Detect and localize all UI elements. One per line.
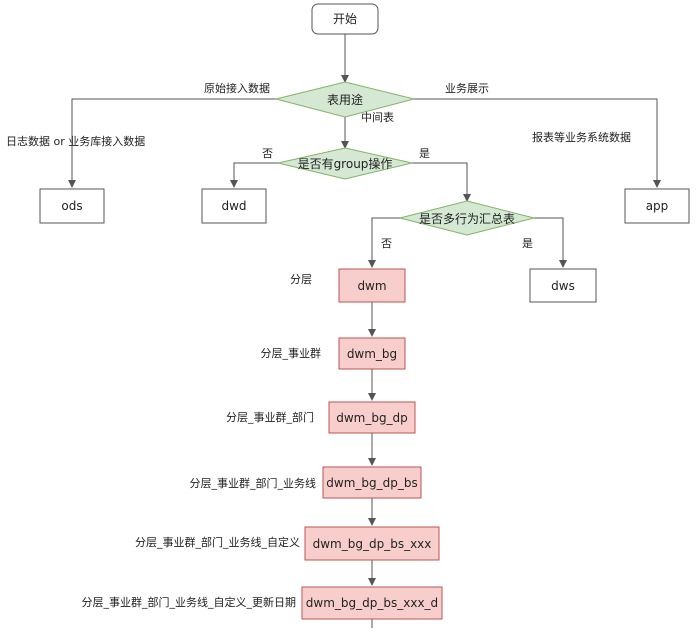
edge-usage-ods <box>68 98 276 188</box>
dwd-label: dwd <box>221 199 246 213</box>
decision-multi-row: 是否多行为汇总表 <box>399 200 535 236</box>
dwm-bg-dp-label: dwm_bg_dp <box>336 411 408 425</box>
group-label: 是否有group操作 <box>298 156 393 171</box>
layer-label-5: 分层_事业群_部门_业务线_自定义 <box>135 535 300 549</box>
layer-label-1: 分层 <box>290 273 312 286</box>
decision-group: 是否有group操作 <box>277 147 413 180</box>
node-dwm-bg-dp-bs-xxx: dwm_bg_dp_bs_xxx <box>304 526 440 561</box>
dwm-bg-dp-bs-xxx-label: dwm_bg_dp_bs_xxx <box>313 537 432 551</box>
label-business-show: 业务展示 <box>445 82 489 95</box>
layer-label-3: 分层_事业群_部门 <box>226 410 314 424</box>
decision-usage: 表用途 <box>275 81 415 118</box>
node-dwd: dwd <box>201 188 267 224</box>
label-no-2: 否 <box>381 237 392 250</box>
dws-label: dws <box>551 279 575 293</box>
multi-row-label: 是否多行为汇总表 <box>419 212 515 226</box>
label-no-1: 否 <box>262 147 273 160</box>
app-label: app <box>646 199 669 213</box>
edge-group-dwd <box>230 162 278 188</box>
node-ods: ods <box>39 188 105 224</box>
layer-label-2: 分层_事业群 <box>261 346 322 360</box>
label-yes-2: 是 <box>522 237 533 250</box>
edge-labels: 原始接入数据 业务展示 中间表 日志数据 or 业务库接入数据 报表等业务系统数… <box>6 81 631 250</box>
label-log-data: 日志数据 or 业务库接入数据 <box>6 134 145 148</box>
node-dwm-bg-dp: dwm_bg_dp <box>328 401 416 434</box>
node-dwm-bg-dp-bs: dwm_bg_dp_bs <box>322 466 422 499</box>
start-label: 开始 <box>333 12 357 26</box>
edge-multi-dwm <box>368 217 400 268</box>
label-intermediate: 中间表 <box>361 110 394 124</box>
node-dwm: dwm <box>338 268 406 303</box>
dwm-bg-dp-bs-label: dwm_bg_dp_bs <box>326 476 417 490</box>
edge-group-multi <box>412 162 471 202</box>
layer-labels: 分层 分层_事业群 分层_事业群_部门 分层_事业群_部门_业务线 分层_事业群… <box>82 273 322 609</box>
node-dwm-bg-dp-bs-xxx-d: dwm_bg_dp_bs_xxx_d <box>301 586 443 620</box>
edge-usage-app <box>414 98 661 188</box>
node-dwm-bg: dwm_bg <box>338 337 406 370</box>
connectors <box>68 34 661 628</box>
edge-multi-dws <box>534 217 567 268</box>
layer-label-6: 分层_事业群_部门_业务线_自定义_更新日期 <box>82 595 297 609</box>
dwm-label: dwm <box>357 279 386 293</box>
node-app: app <box>624 188 690 224</box>
ods-label: ods <box>61 199 82 213</box>
dwm-bg-dp-bs-xxx-d-label: dwm_bg_dp_bs_xxx_d <box>306 596 438 610</box>
node-dws: dws <box>529 268 597 303</box>
layer-label-4: 分层_事业群_部门_业务线 <box>190 476 317 490</box>
usage-label: 表用途 <box>327 92 363 107</box>
start-node: 开始 <box>311 3 379 35</box>
label-report-data: 报表等业务系统数据 <box>532 130 631 144</box>
label-raw-access: 原始接入数据 <box>204 81 270 95</box>
dwm-bg-label: dwm_bg <box>347 347 397 361</box>
label-yes-1: 是 <box>419 147 430 160</box>
